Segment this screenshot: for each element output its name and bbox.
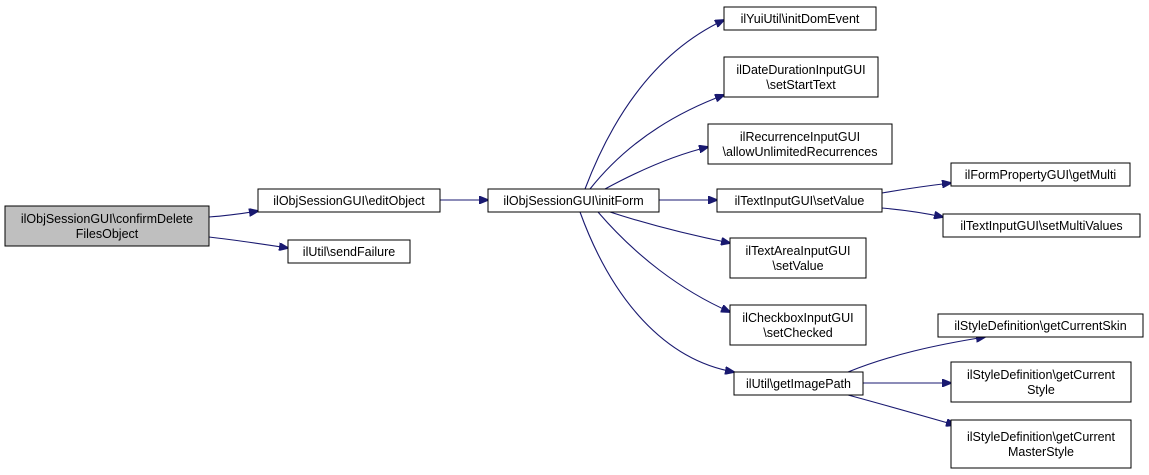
node-box	[942, 213, 1141, 238]
graph-node-n6[interactable]: ilRecurrenceInputGUI\allowUnlimitedRecur…	[707, 123, 893, 165]
node-label: ilStyleDefinition\getCurrent	[967, 430, 1116, 444]
graph-node-n12[interactable]: ilTextInputGUI\setMultiValues	[942, 213, 1141, 238]
node-label: MasterStyle	[1008, 445, 1074, 459]
graph-node-n10[interactable]: ilUtil\getImagePath	[733, 371, 864, 396]
graph-node-n5[interactable]: ilDateDurationInputGUI\setStartText	[723, 56, 879, 98]
node-label: \setValue	[772, 259, 823, 273]
node-box	[716, 188, 883, 213]
edge-n3-n10	[579, 211, 734, 372]
node-label: ilStyleDefinition\getCurrentSkin	[954, 319, 1126, 333]
node-box	[257, 188, 441, 213]
edge-n3-n5	[589, 95, 724, 190]
node-label: ilObjSessionGUI\initForm	[503, 194, 643, 208]
edge-n7-n12	[881, 207, 943, 217]
node-label: \allowUnlimitedRecurrences	[723, 145, 878, 159]
node-box	[937, 313, 1144, 338]
graph-node-n11[interactable]: ilFormPropertyGUI\getMulti	[950, 162, 1131, 187]
node-box	[729, 237, 867, 279]
node-box	[950, 162, 1131, 187]
edge-n3-n6	[604, 147, 708, 190]
edge-n3-n8	[609, 211, 730, 243]
node-label: ilObjSessionGUI\confirmDelete	[21, 212, 193, 226]
edge-n10-n15	[847, 394, 955, 425]
node-label: ilUtil\getImagePath	[746, 377, 851, 391]
edges-layer	[208, 20, 985, 425]
node-label: \setStartText	[766, 78, 836, 92]
graph-node-n2[interactable]: ilUtil\sendFailure	[287, 239, 411, 264]
edge-n10-n13	[847, 337, 985, 373]
node-label: ilStyleDefinition\getCurrent	[967, 368, 1116, 382]
node-label: Style	[1027, 383, 1055, 397]
node-label: ilCheckboxInputGUI	[742, 311, 853, 325]
edge-n0-n1	[208, 211, 258, 218]
graph-node-n4[interactable]: ilYuiUtil\initDomEvent	[723, 6, 877, 31]
node-label: ilRecurrenceInputGUI	[740, 130, 860, 144]
node-box	[733, 371, 864, 396]
graph-node-n8[interactable]: ilTextAreaInputGUI\setValue	[729, 237, 867, 279]
node-label: ilYuiUtil\initDomEvent	[741, 12, 860, 26]
node-label: \setChecked	[763, 326, 833, 340]
node-box	[487, 188, 660, 213]
node-box	[4, 205, 210, 247]
node-box	[723, 6, 877, 31]
graph-node-n13[interactable]: ilStyleDefinition\getCurrentSkin	[937, 313, 1144, 338]
node-label: ilFormPropertyGUI\getMulti	[965, 168, 1116, 182]
edge-n3-n9	[597, 211, 730, 312]
node-box	[950, 361, 1132, 403]
node-label: ilTextInputGUI\setValue	[735, 194, 865, 208]
edge-n7-n11	[881, 183, 951, 194]
edge-n3-n4	[584, 20, 724, 190]
node-box	[950, 419, 1132, 469]
node-box	[287, 239, 411, 264]
node-label: ilUtil\sendFailure	[303, 245, 395, 259]
graph-node-n3[interactable]: ilObjSessionGUI\initForm	[487, 188, 660, 213]
node-label: ilTextInputGUI\setMultiValues	[960, 219, 1122, 233]
node-box	[729, 304, 867, 346]
edge-n0-n2	[208, 236, 288, 248]
node-label: ilDateDurationInputGUI	[736, 63, 865, 77]
node-box	[723, 56, 879, 98]
nodes-layer: ilObjSessionGUI\confirmDeleteFilesObject…	[4, 6, 1144, 469]
graph-node-n9[interactable]: ilCheckboxInputGUI\setChecked	[729, 304, 867, 346]
node-box	[707, 123, 893, 165]
node-label: ilTextAreaInputGUI	[746, 244, 851, 258]
node-label: FilesObject	[76, 227, 139, 241]
graph-node-n7[interactable]: ilTextInputGUI\setValue	[716, 188, 883, 213]
node-label: ilObjSessionGUI\editObject	[273, 194, 425, 208]
graph-node-n1[interactable]: ilObjSessionGUI\editObject	[257, 188, 441, 213]
